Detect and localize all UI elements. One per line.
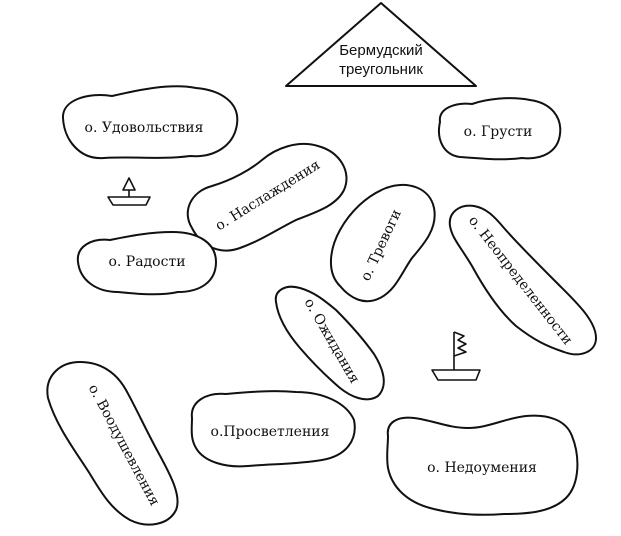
island-udovolstviya-shape [61,85,239,160]
island-ozhidaniya-shape [274,285,385,401]
island-grusti-shape [438,97,562,161]
sailboat-hull [107,196,151,206]
flag-boat-icon [431,331,481,381]
island-radosti-shape [76,231,217,296]
island-trevogi: о. Тревоги [329,183,436,303]
island-nedoumeniya: о. Недоумения [386,414,579,516]
island-prosvetleniya-shape [190,390,356,468]
sailboat-icon [107,177,151,206]
island-vooduchevleniya: о. Воодушевления [46,361,179,526]
island-naslazhdeniya-shape [186,142,348,252]
island-prosvetleniya: о.Просветления [190,390,356,468]
island-nedoumeniya-shape [386,414,579,516]
island-vooduchevleniya-shape [46,361,179,526]
island-radosti-label: о. Радости [108,254,185,270]
island-ozhidaniya: о. Ожидания [274,285,385,401]
island-grusti: о. Грусти [438,97,562,161]
island-udovolstviya: о. Удовольствия [61,85,239,160]
island-neopredelennosti-shape [448,204,597,356]
triangle-label-line2: треугольник [339,61,423,78]
triangle-label-line1: Бермудский [339,42,423,59]
sailboat-sail [122,177,136,191]
island-naslazhdeniya: о. Наслаждения [186,142,348,252]
triangle-shape [285,2,477,87]
island-udovolstviya-label: о. Удовольствия [85,120,204,136]
island-nedoumeniya-label: о. Недоумения [427,460,537,476]
island-grusti-label: о. Грусти [464,124,533,140]
island-radosti: о. Радости [76,231,217,296]
island-prosvetleniya-label: о.Просветления [211,424,330,440]
island-neopredelennosti: о. Неопределенности [448,204,597,356]
flag-boat-hull [431,369,481,381]
bermuda-triangle: Бермудский треугольник [285,2,477,87]
flag-boat-flag [453,331,467,357]
island-trevogi-shape [329,183,436,303]
